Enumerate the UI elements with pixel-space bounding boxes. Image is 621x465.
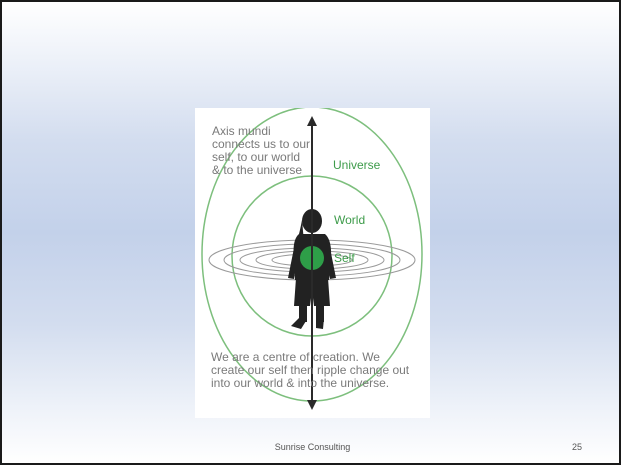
universe-label: Universe xyxy=(333,158,380,172)
slide-number: 25 xyxy=(572,442,582,452)
self-label: Self xyxy=(334,251,355,265)
world-label: World xyxy=(334,213,365,227)
centre-of-creation-text: We are a centre of creation. We create o… xyxy=(211,351,426,390)
footer-company: Sunrise Consulting xyxy=(2,442,621,452)
axis-mundi-intro-text: Axis mundi connects us to our self, to o… xyxy=(212,125,342,177)
axis-mundi-diagram: Axis mundi connects us to our self, to o… xyxy=(195,108,430,418)
